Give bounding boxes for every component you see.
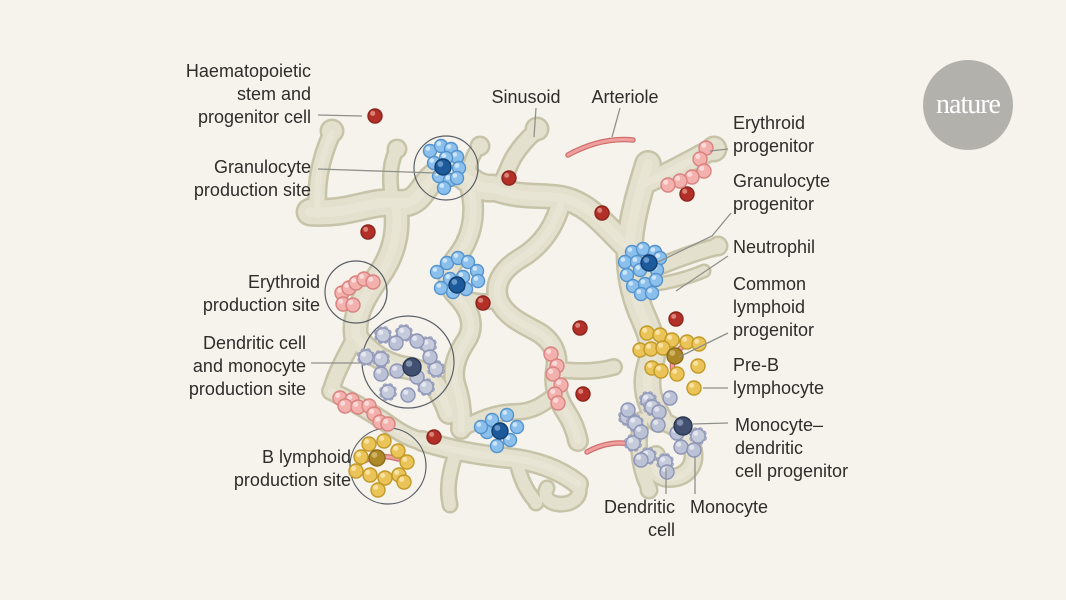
mdp-cell-bottomright bbox=[673, 416, 693, 436]
dendritic-site-mdp-cell bbox=[402, 357, 422, 377]
label-neutrophil-line: Neutrophil bbox=[733, 237, 816, 257]
label-arteriole: Arteriole bbox=[591, 86, 658, 109]
nature-logo: nature bbox=[923, 60, 1013, 150]
hspc-cells bbox=[360, 108, 695, 445]
label-erythroid-progenitor-line: progenitor bbox=[733, 136, 815, 156]
label-erythroid-progenitor-line: Erythroid bbox=[733, 113, 806, 133]
erythroid-progenitor-chain bbox=[660, 140, 714, 193]
label-dendritic-monocyte-production-site-line: production site bbox=[188, 379, 306, 399]
label-erythroid-progenitor: Erythroid progenitor bbox=[733, 112, 814, 158]
leader-clp bbox=[678, 332, 729, 358]
b-lymphoid-site-progenitor bbox=[368, 449, 386, 467]
label-pre-b-lymphocyte-line: lymphocyte bbox=[733, 378, 825, 398]
ring-erythroid-production-site bbox=[324, 260, 388, 324]
erythroid-site-cells bbox=[334, 271, 381, 313]
leader-hspc bbox=[317, 114, 363, 117]
monocytes-bottomright bbox=[620, 390, 702, 480]
leader-neutrophil bbox=[675, 255, 729, 292]
label-dendritic-cell: Dendritic cell bbox=[604, 496, 675, 542]
label-dendritic-cell-line: Dendritic bbox=[603, 497, 675, 517]
pre-b-lymphocyte-cell bbox=[686, 380, 702, 396]
label-dendritic-monocyte-production-site-line: and monocyte bbox=[192, 356, 306, 376]
neutrophil-cluster-midleft bbox=[429, 250, 486, 300]
leader-mdp bbox=[692, 422, 729, 425]
label-b-lymphoid-production-site-line: production site bbox=[233, 470, 351, 490]
label-neutrophil: Neutrophil bbox=[733, 236, 815, 259]
granulocyte-progenitor-bottom bbox=[491, 422, 509, 440]
label-haematopoietic-stem-progenitor-cell: Haematopoietic stem and progenitor cell bbox=[186, 60, 311, 129]
label-granulocyte-progenitor: Granulocyte progenitor bbox=[733, 170, 830, 216]
granulocyte-progenitor-midleft bbox=[448, 276, 466, 294]
label-monocyte-dendritic-cell-progenitor-line: dendritic bbox=[735, 438, 804, 458]
label-dendritic-monocyte-production-site-line: Dendritic cell bbox=[202, 333, 306, 353]
cells bbox=[332, 108, 714, 498]
leader-arteriole bbox=[611, 107, 621, 138]
label-pre-b-lymphocyte: Pre-B lymphocyte bbox=[733, 354, 824, 400]
neutrophil-cluster-right bbox=[617, 241, 668, 302]
label-monocyte-dendritic-cell-progenitor: Monocyte– dendritic cell progenitor bbox=[735, 414, 848, 483]
label-pre-b-lymphocyte-line: Pre-B bbox=[733, 355, 780, 375]
label-sinusoid: Sinusoid bbox=[491, 86, 560, 109]
nature-logo-text: nature bbox=[936, 89, 1001, 120]
label-common-lymphoid-progenitor-line: lymphoid bbox=[733, 297, 806, 317]
label-haematopoietic-stem-progenitor-cell-line: progenitor cell bbox=[197, 107, 311, 127]
label-granulocyte-production-site-line: Granulocyte bbox=[213, 157, 311, 177]
leader-lines bbox=[311, 107, 732, 494]
label-b-lymphoid-production-site-line: B lymphoid bbox=[261, 447, 351, 467]
label-common-lymphoid-progenitor-line: progenitor bbox=[733, 320, 815, 340]
ring-granulocyte-production-site bbox=[413, 135, 479, 201]
b-lymphocytes-right bbox=[632, 325, 707, 382]
label-granulocyte-production-site: Granulocyte production site bbox=[194, 156, 311, 202]
label-granulocyte-progenitor-line: Granulocyte bbox=[733, 171, 831, 191]
leader-gran-site bbox=[317, 168, 437, 174]
neutrophil-cluster-bottom bbox=[473, 407, 525, 454]
label-granulocyte-progenitor-line: progenitor bbox=[733, 194, 815, 214]
label-granulocyte-production-site-line: production site bbox=[193, 180, 311, 200]
leader-gran-prog bbox=[657, 212, 732, 263]
label-arteriole-line: Arteriole bbox=[591, 87, 659, 107]
erythroid-chain-center bbox=[543, 346, 569, 411]
granulocyte-progenitor-right bbox=[640, 254, 658, 272]
label-monocyte-dendritic-cell-progenitor-line: cell progenitor bbox=[735, 461, 849, 481]
granulocyte-site-progenitor bbox=[434, 158, 452, 176]
label-monocyte: Monocyte bbox=[690, 496, 768, 519]
dendritic-site-monocytes bbox=[373, 333, 438, 403]
label-b-lymphoid-production-site: B lymphoid production site bbox=[234, 446, 351, 492]
b-lymphoid-site-cells bbox=[348, 433, 415, 498]
label-dendritic-cell-line: cell bbox=[647, 520, 675, 540]
leader-sinusoid bbox=[533, 107, 537, 138]
label-monocyte-line: Monocyte bbox=[690, 497, 769, 517]
label-erythroid-production-site: Erythroid production site bbox=[203, 271, 320, 317]
leader-ery-prog bbox=[709, 148, 729, 152]
label-dendritic-monocyte-production-site: Dendritic cell and monocyte production sit… bbox=[189, 332, 306, 401]
common-lymphoid-progenitor-cell bbox=[666, 347, 684, 365]
label-erythroid-production-site-line: Erythroid bbox=[247, 272, 320, 292]
label-haematopoietic-stem-progenitor-cell-line: Haematopoietic bbox=[185, 61, 311, 81]
label-sinusoid-line: Sinusoid bbox=[491, 87, 561, 107]
label-common-lymphoid-progenitor-line: Common bbox=[733, 274, 807, 294]
label-monocyte-dendritic-cell-progenitor-line: Monocyte– bbox=[735, 415, 824, 435]
label-erythroid-production-site-line: production site bbox=[202, 295, 320, 315]
label-haematopoietic-stem-progenitor-cell-line: stem and bbox=[236, 84, 311, 104]
dendritic-cells-bottomright bbox=[618, 391, 707, 471]
erythroid-chain-midleft bbox=[332, 390, 396, 432]
label-common-lymphoid-progenitor: Common lymphoid progenitor bbox=[733, 273, 814, 342]
